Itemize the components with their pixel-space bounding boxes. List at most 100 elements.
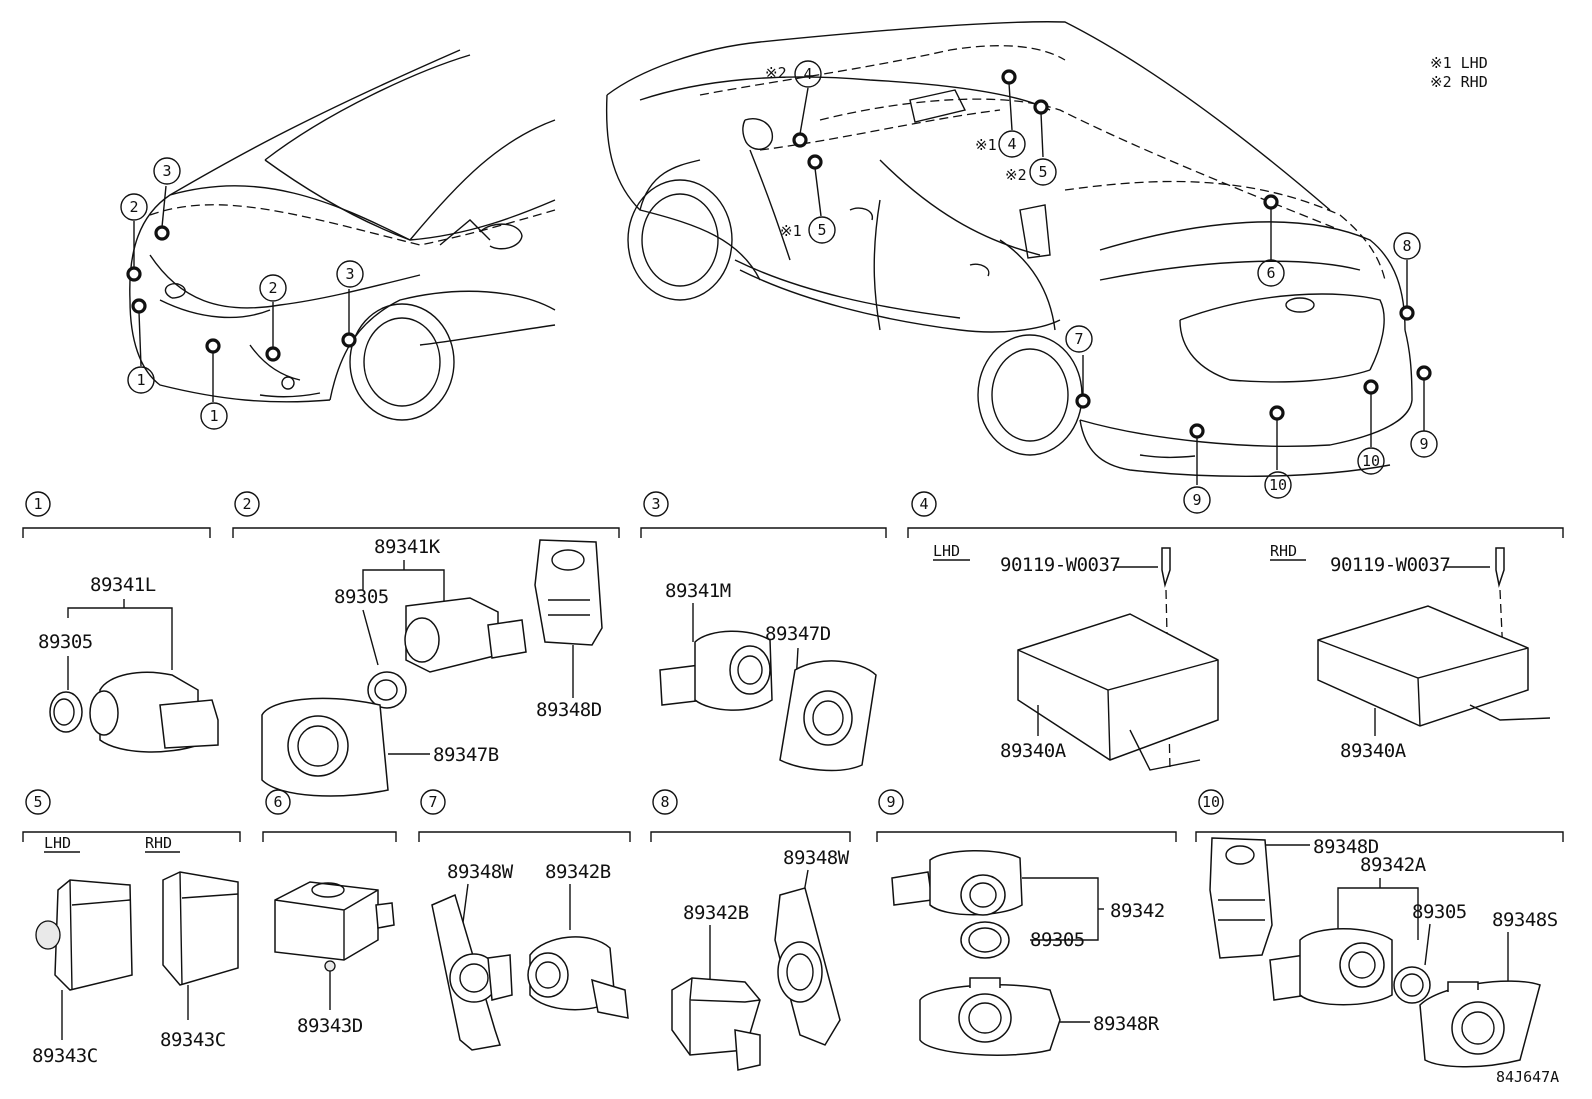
bracket-89348D [534, 539, 603, 646]
callout-6: 6 [1257, 259, 1285, 287]
svg-text:1: 1 [136, 371, 145, 389]
svg-text:2: 2 [268, 279, 277, 297]
svg-text:5: 5 [33, 793, 42, 811]
callout-3: 3 [336, 260, 364, 288]
part-label: 89341M [665, 580, 731, 602]
callout-10: 10 [1264, 471, 1292, 499]
marker-dot [1263, 194, 1279, 210]
sub-label-rhd: RHD [1270, 542, 1297, 560]
part-label: 89305 [1412, 901, 1467, 923]
svg-text:9: 9 [1419, 435, 1428, 453]
bolt-icon [1161, 547, 1171, 588]
rear-car-illustration [605, 21, 1413, 478]
svg-text:4: 4 [919, 495, 928, 513]
sensor-connector [159, 699, 219, 749]
svg-text:4: 4 [1007, 135, 1016, 153]
part-label: 89342B [545, 861, 611, 883]
sensor-89343C-rhd [162, 871, 239, 986]
part-label: 89343C [160, 1029, 226, 1051]
callout-4: 4 [998, 130, 1026, 158]
svg-text:3: 3 [162, 162, 171, 180]
marker-dot [1416, 365, 1432, 381]
bolt-icon [1495, 547, 1505, 588]
part-label: 90119-W0037 [1000, 554, 1120, 576]
svg-text:5: 5 [817, 221, 826, 239]
legend-lhd: ※1 LHD [1430, 54, 1488, 72]
callout-8: 8 [1393, 232, 1421, 260]
svg-text:2: 2 [129, 198, 138, 216]
marker-dot [1189, 423, 1205, 439]
sensor-ring [49, 691, 83, 733]
part-label: 89342A [1360, 854, 1427, 876]
marker-dot [1033, 99, 1049, 115]
part-label: 89341K [374, 536, 441, 558]
callout-9: 9 [1183, 486, 1211, 514]
callout-9: 9 [1410, 430, 1438, 458]
svg-text:9: 9 [886, 793, 895, 811]
part-label: 89348D [536, 699, 602, 721]
marker-dot [154, 225, 170, 241]
section-2-header: 2 [232, 491, 620, 538]
marker-dot [131, 298, 147, 314]
section-3-parts: 89341M 89347D [659, 580, 877, 772]
section-4-header: 4 [907, 491, 1564, 538]
part-label: 89348R [1093, 1013, 1160, 1035]
marker-dot [1363, 379, 1379, 395]
marker-dot [205, 338, 221, 354]
part-label: 89305 [334, 586, 389, 608]
svg-text:8: 8 [1402, 237, 1411, 255]
marker-dot [265, 346, 281, 362]
section-8-header: 8 [650, 789, 851, 842]
svg-text:1: 1 [33, 495, 42, 513]
part-label: 89305 [1030, 929, 1085, 951]
section-8-parts: 89342B 89348W [671, 847, 850, 1071]
callout-2: 2 [120, 193, 148, 221]
svg-text:6: 6 [273, 793, 282, 811]
marker-dot [1399, 305, 1415, 321]
marker-dot [126, 266, 142, 282]
part-label: 89340A [1000, 740, 1067, 762]
section-10-parts: 89348D 89342A 89305 89348S [1209, 836, 1558, 1068]
sensor-89343C-lhd [54, 879, 133, 991]
part-label: 89347D [765, 623, 831, 645]
section-3-header: 3 [640, 491, 887, 538]
section-headers: 1 2 3 4 5 6 7 8 [22, 491, 1564, 842]
section-2-parts: 89341K 89305 89348D 89347B [261, 536, 603, 797]
callout-4: 4 [794, 60, 822, 88]
sensor-markers [126, 69, 1432, 439]
callout-1: 1 [127, 366, 155, 394]
section-5-header: 5 [22, 789, 241, 842]
part-label: 89348W [783, 847, 850, 869]
marker-dot [1269, 405, 1285, 421]
svg-text:10: 10 [1202, 793, 1220, 811]
part-label: 89347B [433, 744, 499, 766]
section-6-parts: 89343D [274, 881, 395, 1037]
sub-label-lhd: LHD [44, 834, 71, 852]
marker-dot [1075, 393, 1091, 409]
svg-text:1: 1 [209, 407, 218, 425]
callout-leaders [133, 82, 1425, 485]
sensor-ring [960, 921, 1010, 959]
callout-2: 2 [259, 274, 287, 302]
section-9-parts: 89342 89305 89348R [891, 850, 1165, 1056]
svg-text:10: 10 [1362, 452, 1380, 470]
sub-label-rhd: RHD [145, 834, 172, 852]
section-5-parts: LHD RHD 89343C 89343C [32, 834, 239, 1067]
svg-text:3: 3 [345, 265, 354, 283]
section-7-header: 7 [418, 789, 631, 842]
legend-rhd: ※2 RHD [1430, 73, 1488, 91]
front-car-illustration [129, 49, 556, 421]
svg-text:3: 3 [651, 495, 660, 513]
part-label: 89343D [297, 1015, 363, 1037]
legend: ※1 LHD ※2 RHD [1430, 54, 1488, 91]
part-label: 89348D [1313, 836, 1379, 858]
callout-mark: ※1 [975, 136, 997, 154]
svg-text:9: 9 [1192, 491, 1201, 509]
marker-dot [1001, 69, 1017, 85]
section-6-header: 6 [262, 789, 397, 842]
sensor-connector [891, 871, 933, 906]
sensor-connector [487, 619, 527, 659]
part-label: 89343C [32, 1045, 98, 1067]
part-label: 89342 [1110, 900, 1165, 922]
svg-text:7: 7 [428, 793, 437, 811]
